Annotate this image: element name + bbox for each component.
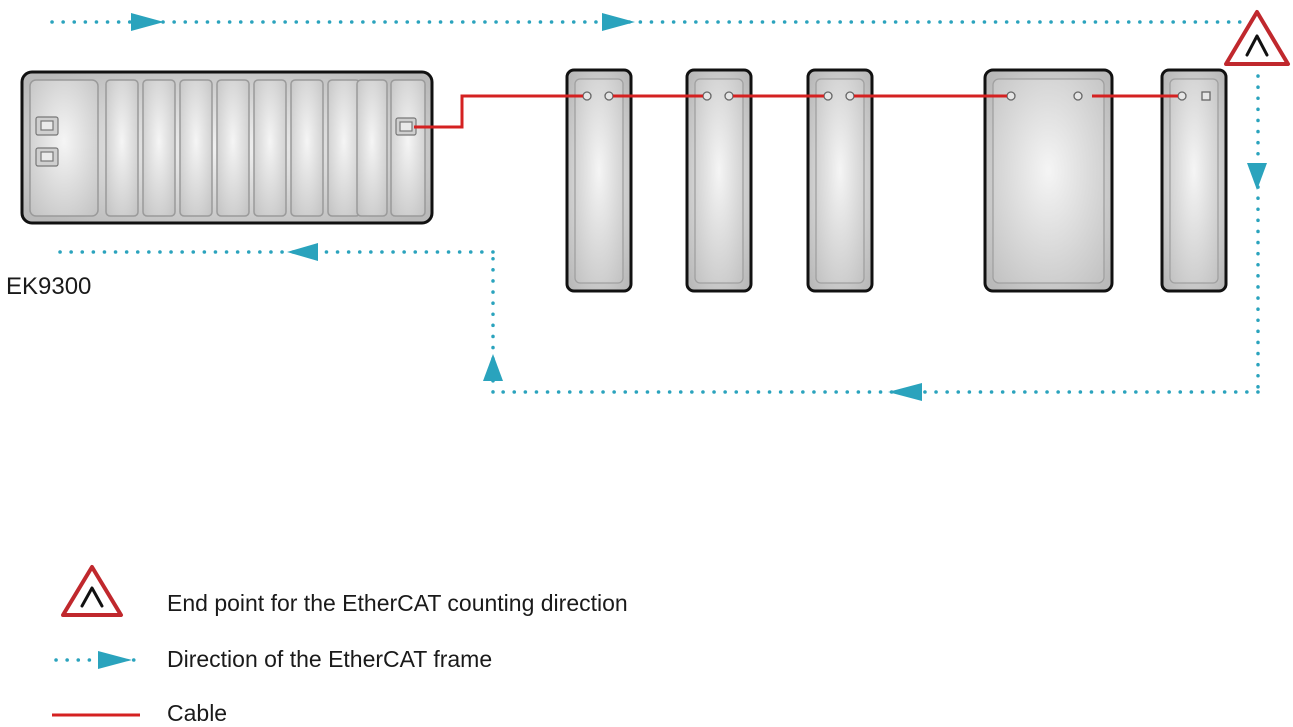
frame-arrow-icon xyxy=(1247,163,1267,190)
frame-arrow-icon xyxy=(888,383,922,401)
cable xyxy=(414,94,583,129)
frame-arrow-icon xyxy=(602,13,635,31)
frame-arrow-icon xyxy=(98,651,132,669)
ek9300-coupler xyxy=(20,70,434,225)
ethernet-port-icon xyxy=(35,147,59,167)
ethernet-port-icon xyxy=(35,116,59,136)
frame-arrow-icon xyxy=(483,354,503,381)
ethercat-module xyxy=(1160,68,1228,293)
cables xyxy=(414,94,1178,129)
legend-end-point-label: End point for the EtherCAT counting dire… xyxy=(167,590,628,616)
legend: End point for the EtherCAT counting dire… xyxy=(52,565,628,726)
ethercat-module xyxy=(806,68,874,293)
ethercat-module xyxy=(685,68,753,293)
legend-end-point-icon xyxy=(61,565,123,617)
legend-frame-direction-label: Direction of the EtherCAT frame xyxy=(167,646,492,672)
legend-cable-label: Cable xyxy=(167,700,227,726)
ethercat-module-wide xyxy=(983,68,1114,293)
ethercat-module xyxy=(565,68,633,293)
legend-frame-direction-icon xyxy=(54,651,142,669)
ethernet-port-icon xyxy=(395,117,417,136)
end-point-triangle-icon xyxy=(1224,10,1290,66)
frame-arrow-icon xyxy=(287,243,318,261)
device-label: EK9300 xyxy=(6,273,91,300)
frame-arrows xyxy=(131,13,1267,401)
frame-arrow-icon xyxy=(131,13,164,31)
